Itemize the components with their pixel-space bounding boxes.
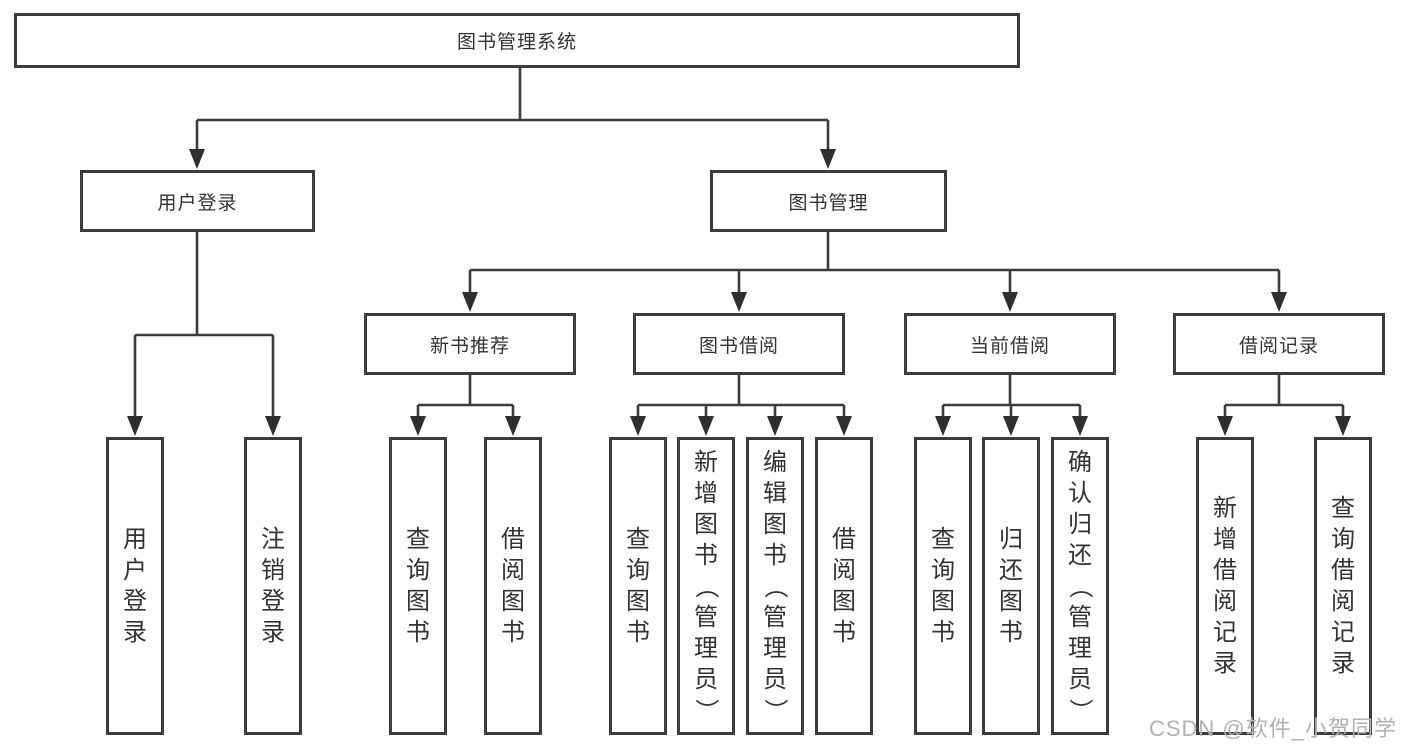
node-leaf-confirm-return-admin: 确认归还（管理员） (1051, 437, 1109, 735)
node-leaf-user-login: 用户登录 (106, 437, 164, 735)
connector-user-login-to-leaves (127, 232, 281, 436)
node-leaf-query-books-current: 查询图书 (914, 437, 972, 735)
node-borrowing-records: 借阅记录 (1173, 313, 1385, 375)
node-leaf-query-borrow-record: 查询借阅记录 (1314, 437, 1372, 735)
connector-current-borrow-to-leaves (935, 375, 1088, 436)
node-leaf-logout: 注销登录 (244, 437, 302, 735)
node-current-borrowing: 当前借阅 (904, 313, 1116, 375)
node-leaf-borrow-books-recommend: 借阅图书 (484, 437, 542, 735)
csdn-watermark: CSDN @软件_小贺同学 (1148, 716, 1397, 741)
node-leaf-edit-books-admin: 编辑图书（管理员） (746, 437, 804, 735)
node-leaf-return-books: 归还图书 (982, 437, 1040, 735)
node-leaf-add-books-admin: 新增图书（管理员） (677, 437, 735, 735)
connector-root-to-level2 (189, 68, 836, 169)
connector-book-mgmt-to-level3 (462, 232, 1287, 312)
node-user-login: 用户登录 (80, 170, 315, 232)
node-book-management: 图书管理 (710, 170, 947, 232)
node-leaf-borrow-books: 借阅图书 (815, 437, 873, 735)
node-new-book-recommend: 新书推荐 (364, 313, 576, 375)
connector-borrow-records-to-leaves (1217, 375, 1351, 436)
node-root-library-system: 图书管理系统 (14, 13, 1020, 68)
node-leaf-query-books-recommend: 查询图书 (389, 437, 447, 735)
node-leaf-add-borrow-record: 新增借阅记录 (1196, 437, 1254, 735)
node-leaf-query-books-borrowing: 查询图书 (609, 437, 667, 735)
connector-book-borrow-to-leaves (630, 375, 852, 436)
connector-new-book-rec-to-leaves (410, 375, 521, 436)
node-book-borrowing: 图书借阅 (633, 313, 845, 375)
